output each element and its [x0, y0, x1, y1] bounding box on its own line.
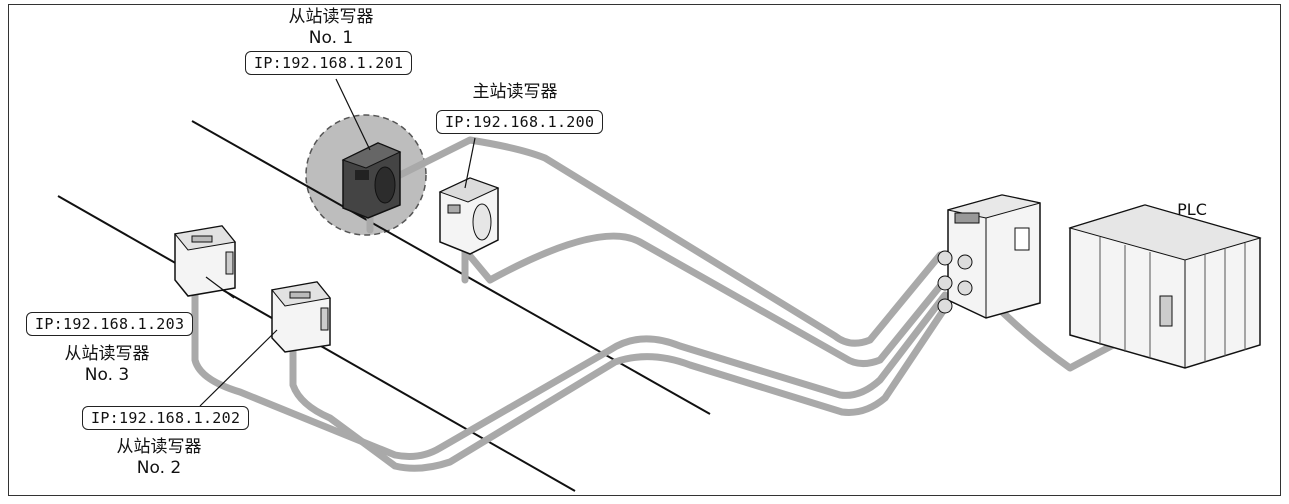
slave2-ip-badge: IP:192.168.1.202 — [82, 406, 250, 430]
slave2-title: 从站读写器 — [116, 437, 202, 457]
communication-unit — [937, 194, 1041, 319]
port-connector — [937, 298, 953, 314]
port-connector — [937, 275, 953, 291]
slave3-ip-badge: IP:192.168.1.203 — [26, 312, 194, 336]
leader-line-slave3 — [205, 276, 235, 299]
slave1-ip-badge: IP:192.168.1.201 — [245, 51, 413, 75]
master-ip-badge: IP:192.168.1.200 — [436, 110, 604, 134]
rail-line-upper — [191, 120, 711, 415]
cable-slave2 — [289, 304, 949, 472]
port-connector — [957, 254, 973, 270]
master-title: 主站读写器 — [472, 82, 558, 102]
cable-master — [461, 232, 949, 367]
leader-line-slave1 — [335, 78, 371, 151]
slave-reader-2 — [271, 281, 331, 353]
slave3-number: No. 3 — [84, 365, 130, 385]
port-connector — [937, 250, 953, 266]
cable-slave3 — [191, 276, 949, 460]
port-connector — [957, 280, 973, 296]
plc-rack — [1068, 204, 1262, 369]
slave-reader-1 — [341, 142, 402, 219]
master-reader — [438, 177, 500, 255]
slave1-title: 从站读写器 — [288, 7, 374, 27]
diagram-frame — [8, 4, 1281, 496]
plc-label: PLC — [1177, 200, 1207, 219]
cable-slave1 — [366, 136, 944, 347]
slave-reader-3 — [174, 225, 236, 297]
slave2-number: No. 2 — [136, 458, 182, 478]
slave1-number: No. 1 — [308, 28, 354, 48]
slave3-title: 从站读写器 — [64, 344, 150, 364]
leader-line-master — [464, 137, 476, 189]
leader-line-slave2 — [199, 329, 278, 407]
